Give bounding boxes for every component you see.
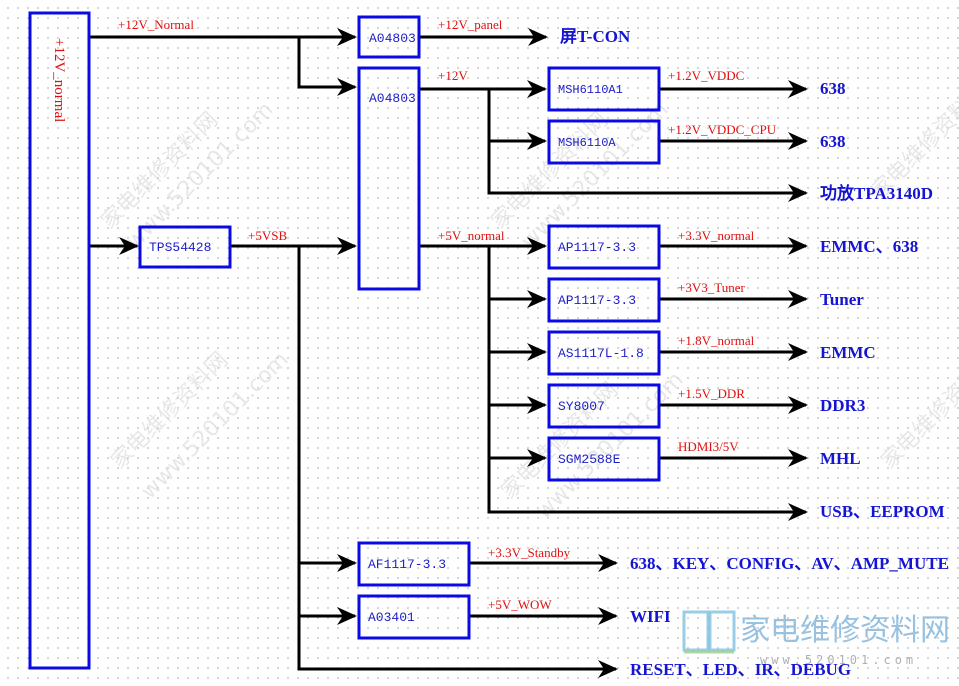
arrowhead — [527, 449, 547, 467]
site-logo: 家电维修资料网 www.520101.com — [682, 610, 950, 667]
arrowhead — [788, 503, 808, 521]
arrowhead — [598, 660, 618, 678]
dest-standby-loads: 638、KEY、CONFIG、AV、AMP_MUTE — [630, 554, 949, 573]
arrowhead — [337, 554, 357, 572]
block-msh6110a — [547, 119, 661, 165]
dest-usb-eeprom: USB、EEPROM — [820, 502, 945, 521]
dest-tcon: 屏T-CON — [560, 27, 631, 46]
chip-ap1117-b: AP1117-3.3 — [558, 293, 636, 308]
rail-1v5-ddr: +1.5V_DDR — [678, 386, 745, 401]
arrowhead — [337, 28, 357, 46]
arrowhead — [119, 237, 139, 255]
block-msh6110a1 — [547, 66, 661, 112]
arrowhead — [788, 184, 808, 202]
rail-1v2-vddc-cpu: +1.2V_VDDC_CPU — [668, 122, 777, 137]
arrowhead — [527, 132, 547, 150]
block-ao4803-main — [357, 66, 421, 291]
rail-12v: +12V — [438, 68, 468, 83]
block-tps54428 — [138, 225, 232, 269]
arrowhead — [337, 237, 357, 255]
dest-emmc: EMMC — [820, 343, 876, 362]
arrowhead — [337, 78, 357, 96]
dest-638-vddc-cpu: 638 — [820, 132, 846, 151]
arrowhead — [527, 290, 547, 308]
arrowhead — [528, 28, 548, 46]
dest-tuner: Tuner — [820, 290, 864, 309]
chip-ao4803-main: A04803 — [369, 91, 416, 106]
chip-ap1117-a: AP1117-3.3 — [558, 240, 636, 255]
arrowhead — [788, 449, 808, 467]
chip-msh6110a1: MSH6110A1 — [558, 83, 623, 97]
dest-misc: RESET、LED、IR、DEBUG — [630, 660, 851, 679]
arrowhead — [527, 80, 547, 98]
arrowhead — [527, 237, 547, 255]
rail-3v3-standby: +3.3V_Standby — [488, 545, 571, 560]
block-af1117 — [357, 541, 471, 587]
wire-5vsb-bus — [297, 246, 616, 671]
chip-msh6110a: MSH6110A — [558, 136, 616, 150]
dest-638-vddc: 638 — [820, 79, 846, 98]
arrowhead — [527, 343, 547, 361]
rail-12v-panel: +12V_panel — [438, 17, 503, 32]
arrowhead — [788, 396, 808, 414]
arrowhead — [788, 80, 808, 98]
rail-1v8-normal: +1.8V_normal — [678, 333, 755, 348]
dest-mhl: MHL — [820, 449, 861, 468]
arrowhead — [788, 290, 808, 308]
block-ap1117-a — [547, 224, 661, 270]
wire-12v-branch — [297, 37, 355, 89]
rail-1v2-vddc: +1.2V_VDDC — [668, 68, 744, 83]
chip-as1117l: AS1117L-1.8 — [558, 346, 644, 361]
rail-hdmi3-5v: HDMI3/5V — [678, 439, 739, 454]
arrowhead — [788, 343, 808, 361]
wire-5v-bus — [487, 246, 806, 514]
block-ao4803-panel — [357, 15, 421, 59]
blocks: +12V_normal A04803 A04803 TPS54428 MSH61… — [28, 11, 661, 670]
chip-tps54428: TPS54428 — [149, 240, 211, 255]
rail-5v-normal: +5V_normal — [438, 228, 505, 243]
arrowhead — [337, 607, 357, 625]
source-12v-block — [28, 11, 91, 670]
arrowhead — [788, 132, 808, 150]
block-as1117l — [547, 330, 661, 376]
logo-url: www.520101.com — [760, 653, 917, 667]
rail-labels: +12V_Normal +12V_panel +12V +5VSB +1.2V_… — [118, 17, 777, 612]
destinations: 屏T-CON 638 638 功放TPA3140D EMMC、638 Tuner… — [560, 27, 949, 679]
chip-ao3401: A03401 — [368, 610, 415, 625]
rail-5v-wow: +5V_WOW — [488, 597, 552, 612]
rail-12v-normal: +12V_Normal — [118, 17, 194, 32]
arrowhead — [527, 396, 547, 414]
chip-sgm2588e: SGM2588E — [558, 452, 621, 467]
chip-af1117: AF1117-3.3 — [368, 557, 446, 572]
block-sy8007 — [547, 383, 661, 429]
source-12v-label: +12V_normal — [51, 38, 67, 122]
arrowhead — [788, 237, 808, 255]
rail-3v3-tuner: +3V3_Tuner — [678, 280, 745, 295]
rail-3v3-normal: +3.3V_normal — [678, 228, 755, 243]
book-icon — [682, 610, 736, 654]
arrowhead — [598, 607, 618, 625]
block-ao3401 — [357, 594, 471, 640]
watermark-text: 家电维修资料网 — [877, 348, 959, 475]
chip-ao4803-panel: A04803 — [369, 31, 416, 46]
dest-ddr3: DDR3 — [820, 396, 865, 415]
dest-amp: 功放TPA3140D — [820, 183, 933, 203]
logo-site-name: 家电维修资料网 — [740, 613, 950, 648]
block-ap1117-b — [547, 277, 661, 323]
rail-5vsb: +5VSB — [248, 228, 287, 243]
chip-sy8007: SY8007 — [558, 399, 605, 414]
arrowheads — [119, 28, 808, 678]
dest-wifi: WIFI — [630, 607, 671, 626]
arrowhead — [598, 554, 618, 572]
dest-emmc-638: EMMC、638 — [820, 237, 918, 256]
wire-12v-amp — [487, 89, 806, 195]
block-sgm2588e — [547, 436, 661, 482]
